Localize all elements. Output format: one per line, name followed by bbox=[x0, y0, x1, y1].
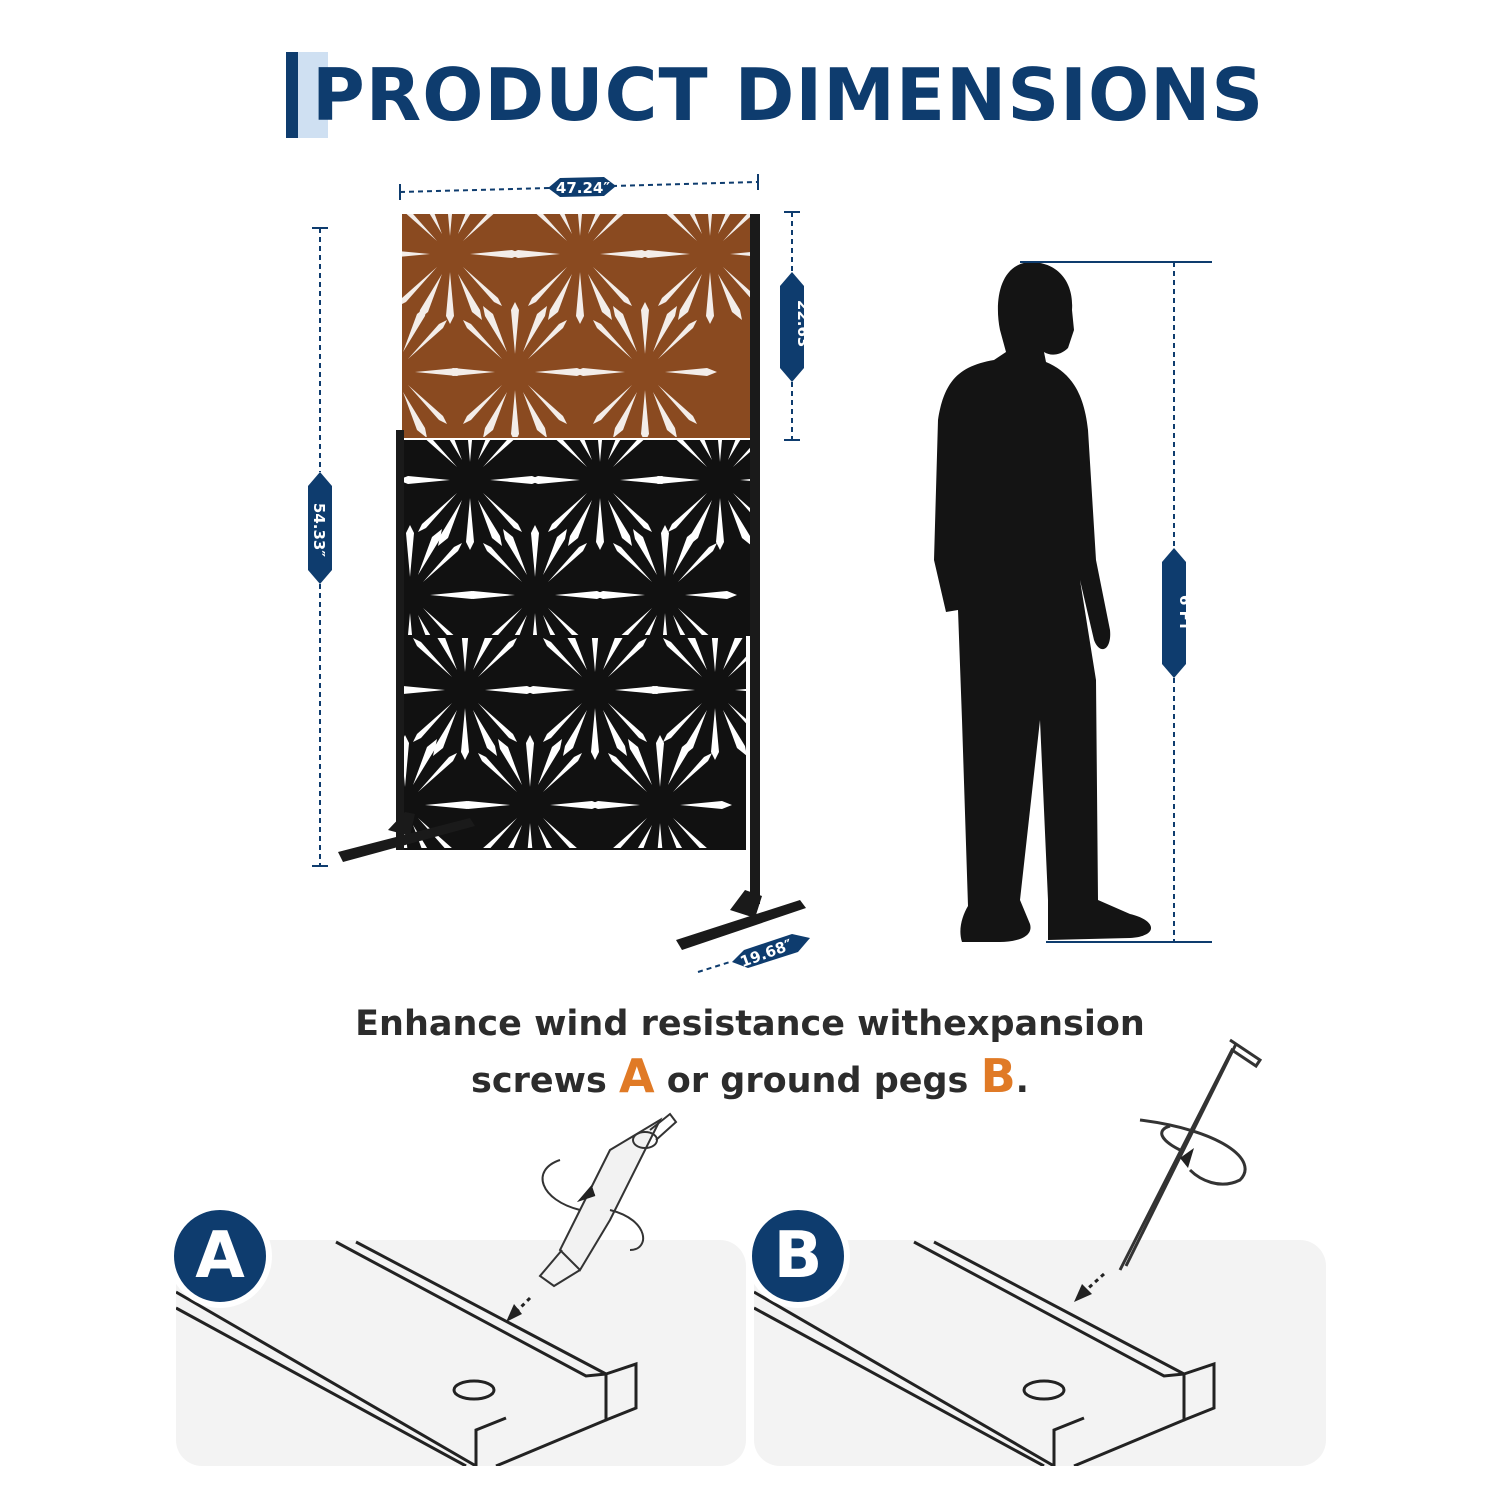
rust-panel bbox=[402, 214, 755, 438]
person-height-label: 6 FT bbox=[1176, 595, 1194, 632]
base-depth-label: 19.68″ bbox=[738, 935, 795, 971]
title-accent-bar-light bbox=[298, 52, 328, 138]
top-panel-height-label: 22.63″ bbox=[794, 300, 812, 354]
wind-resistance-caption: Enhance wind resistance withexpansion sc… bbox=[300, 998, 1200, 1107]
caption-text-screws: screws bbox=[471, 1061, 619, 1101]
width-dimension bbox=[399, 174, 759, 200]
dimension-illustration: 47.24″ 22.63″ 54.33″ 19.68″ 6 FT bbox=[308, 174, 1212, 973]
rail-drawing-b bbox=[754, 1240, 1216, 1466]
rail-drawing-a bbox=[176, 1240, 638, 1466]
privacy-screen bbox=[338, 214, 806, 950]
option-b-card bbox=[754, 1240, 1326, 1466]
top-panel-height-dimension bbox=[780, 211, 804, 441]
width-label: 47.24″ bbox=[556, 179, 610, 197]
caption-line-2: screws A or ground pegs B. bbox=[300, 1050, 1200, 1107]
expansion-screw-icon bbox=[506, 1112, 678, 1322]
person-height-dimension bbox=[1020, 261, 1212, 943]
title-text: PRODUCT DIMENSIONS bbox=[312, 53, 1265, 137]
person-silhouette bbox=[934, 262, 1152, 942]
total-height-label: 54.33″ bbox=[310, 503, 328, 557]
base-depth-dimension bbox=[697, 934, 810, 973]
option-a-highlight: A bbox=[618, 1049, 655, 1103]
ground-peg-icon bbox=[1074, 1038, 1263, 1302]
caption-text-period: . bbox=[1015, 1061, 1029, 1101]
title-accent-bar bbox=[286, 52, 298, 138]
caption-text-pegs: or ground pegs bbox=[654, 1061, 981, 1101]
page-title: PRODUCT DIMENSIONS bbox=[286, 52, 1263, 138]
total-height-dimension bbox=[308, 227, 332, 867]
badge-b: B bbox=[746, 1204, 850, 1308]
option-b-highlight: B bbox=[980, 1049, 1016, 1103]
option-a-card bbox=[176, 1240, 746, 1466]
badge-a: A bbox=[168, 1204, 272, 1308]
caption-line-1: Enhance wind resistance withexpansion bbox=[355, 1004, 1145, 1044]
